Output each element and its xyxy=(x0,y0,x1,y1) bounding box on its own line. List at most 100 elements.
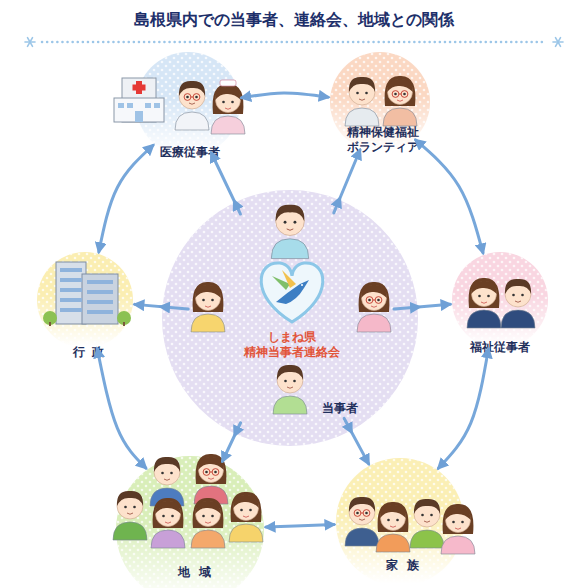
volunteer-figure xyxy=(345,77,379,126)
glasses-mark xyxy=(184,94,200,101)
community-figure xyxy=(150,457,184,506)
circle-fill xyxy=(37,252,133,348)
graphic-part xyxy=(122,78,156,122)
nurse-figure xyxy=(211,84,245,134)
graphic-part xyxy=(82,274,118,324)
community-figure xyxy=(194,454,228,504)
dot-texture xyxy=(136,52,240,156)
connector-arrow xyxy=(266,525,334,528)
graphic-part xyxy=(60,268,113,314)
graphic-part xyxy=(60,308,82,312)
node-label: しまね県 精神当事者連絡会 xyxy=(232,330,352,360)
fade-overlay xyxy=(37,252,133,348)
dotted-rule xyxy=(42,41,546,44)
circle-outline xyxy=(162,190,418,446)
connector-arrow xyxy=(416,140,483,253)
graphic-part xyxy=(261,263,323,322)
community-figure xyxy=(229,492,263,542)
graphic-part xyxy=(60,288,82,292)
circle-fill xyxy=(136,52,240,156)
circle-outline xyxy=(452,252,548,348)
fade-overlay xyxy=(136,52,240,156)
partner-circle: 地域 xyxy=(116,456,264,588)
fade-overlay xyxy=(116,456,264,588)
family-figure xyxy=(410,499,444,548)
graphic-part xyxy=(136,81,142,94)
partner-circle: 福祉従事者 xyxy=(452,252,548,348)
graphic-part xyxy=(272,276,290,290)
partner-circle: 家族 xyxy=(336,458,464,586)
glasses-mark xyxy=(392,91,408,98)
connector-arrow xyxy=(97,348,146,468)
partner-circle: 精神保健福祉 ボランティア xyxy=(330,52,430,152)
node-label: 家族 xyxy=(338,558,467,573)
graphic-part xyxy=(87,310,113,314)
connector-arrow xyxy=(438,349,488,469)
graphic-part xyxy=(49,322,51,326)
asterisk-mark xyxy=(25,38,35,47)
graphic-part xyxy=(60,278,82,282)
diagram-title: 島根県内での当事者、連絡会、地域との関係 xyxy=(0,10,588,31)
graphic-part xyxy=(123,322,125,326)
dot-texture xyxy=(452,252,548,348)
member-figure xyxy=(357,282,391,332)
graphic-part xyxy=(28,38,33,47)
glasses-mark xyxy=(366,297,382,304)
node-label: 当事者 xyxy=(280,401,400,416)
graphic-part xyxy=(114,98,164,122)
hub-circle: しまね県 精神当事者連絡会当事者 xyxy=(162,190,418,446)
community-figure xyxy=(191,498,225,548)
glasses-mark xyxy=(203,469,219,476)
graphic-part xyxy=(28,38,33,47)
connector-arrow xyxy=(99,145,153,252)
node-label: 精神保健福祉 ボランティア xyxy=(323,125,443,155)
graphic-part xyxy=(117,311,131,325)
heart-bird-logo xyxy=(261,263,323,322)
connector-arrow xyxy=(334,150,360,213)
family-figure xyxy=(345,497,379,546)
graphic-part xyxy=(56,262,86,324)
circle-outline xyxy=(37,252,133,348)
dot-texture xyxy=(37,252,133,348)
graphic-part xyxy=(60,268,82,272)
community-figure xyxy=(113,491,147,540)
connector-arrow xyxy=(344,418,369,463)
graphic-part xyxy=(556,38,561,47)
graphic-part xyxy=(556,38,561,47)
node-label: 医療従事者 xyxy=(130,145,250,160)
asterisk-mark xyxy=(553,38,563,47)
volunteer-figure xyxy=(383,76,417,126)
graphic-part xyxy=(87,290,113,294)
connector-arrow xyxy=(242,93,329,98)
family-figure xyxy=(376,502,410,552)
community-figure xyxy=(151,498,185,548)
circle-fill xyxy=(116,456,264,588)
graphic-part xyxy=(145,103,151,108)
graphic-part xyxy=(87,280,113,284)
graphic-part xyxy=(276,280,309,304)
partner-circle: 行政 xyxy=(37,252,133,348)
circle-fill xyxy=(162,190,418,446)
welfare-worker-figure xyxy=(501,279,535,328)
dot-texture xyxy=(116,456,264,588)
circle-fill xyxy=(452,252,548,348)
office-buildings xyxy=(43,262,131,326)
graphic-part xyxy=(301,284,303,286)
graphic-part xyxy=(127,103,133,108)
member-figure xyxy=(271,205,308,259)
graphic-part xyxy=(135,111,143,122)
graphic-part xyxy=(118,103,124,108)
family-figure xyxy=(441,504,475,554)
hospital-icon xyxy=(114,78,164,122)
nurse-cap xyxy=(220,80,236,86)
member-figure xyxy=(191,282,225,332)
welfare-worker-figure xyxy=(467,278,501,328)
glasses-mark xyxy=(354,510,370,517)
doctor-figure xyxy=(175,81,209,130)
graphic-part xyxy=(60,298,82,302)
connector-arrow xyxy=(211,153,240,214)
graphic-part xyxy=(282,270,296,288)
connector-arrow xyxy=(135,304,188,309)
